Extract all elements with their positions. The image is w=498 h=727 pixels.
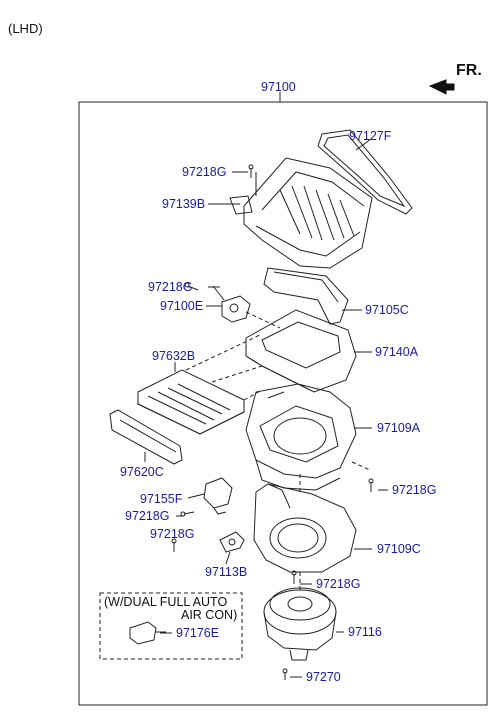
assembly-number[interactable]: 97100	[261, 80, 296, 94]
callout-97632B[interactable]: 97632B	[152, 349, 196, 363]
option-note-line2: AIR CON)	[181, 608, 238, 622]
callout-97113B[interactable]: 97113B	[205, 565, 248, 579]
sensor-97176E	[129, 621, 166, 645]
screw-icons	[171, 164, 374, 680]
assembly-border	[78, 101, 488, 706]
callout-97140A[interactable]: 97140A	[375, 345, 419, 359]
callout-97116[interactable]: 97116	[348, 625, 382, 639]
leader-lines	[144, 138, 388, 678]
callout-97109C[interactable]: 97109C	[377, 542, 421, 556]
resistor-97155F	[203, 477, 233, 515]
front-direction-arrow	[428, 79, 455, 95]
variant-label: (LHD)	[8, 21, 43, 36]
option-note-line1: (W/DUAL FULL AUTO	[104, 595, 228, 609]
option-box	[99, 592, 243, 660]
filter-cover-97620C	[109, 409, 183, 465]
callout-97176E[interactable]: 97176E	[176, 626, 220, 640]
frame-97105C	[263, 267, 349, 325]
alignment-lines	[185, 311, 371, 590]
callout-97139B[interactable]: 97139B	[162, 197, 206, 211]
bracket-97113B	[219, 531, 245, 553]
callout-97218G-mid[interactable]: 97218G	[148, 280, 193, 294]
callout-97218G-top[interactable]: 97218G	[182, 165, 227, 179]
blower-case-lower-97109C	[253, 483, 357, 573]
callout-97100E[interactable]: 97100E	[160, 299, 204, 313]
callout-97155F[interactable]: 97155F	[140, 492, 183, 506]
air-filter-97632B	[137, 369, 245, 435]
callout-97218G-low[interactable]: 97218G	[150, 527, 195, 541]
callout-97109A[interactable]: 97109A	[377, 421, 421, 435]
callout-97218G-left[interactable]: 97218G	[125, 509, 170, 523]
upper-case-97139B	[229, 157, 373, 269]
callout-97218G-right[interactable]: 97218G	[392, 483, 437, 497]
callout-97620C[interactable]: 97620C	[120, 465, 164, 479]
blower-motor-97116	[263, 587, 337, 661]
callout-97270[interactable]: 97270	[306, 670, 341, 684]
callout-97105C[interactable]: 97105C	[365, 303, 409, 317]
blower-case-upper-97109A	[245, 383, 357, 491]
actuator-97100E	[212, 285, 251, 323]
seal-gasket-97127F	[317, 129, 413, 215]
callout-97218G-bottom[interactable]: 97218G	[316, 577, 361, 591]
front-direction-label: FR.	[456, 62, 482, 79]
callout-97127F[interactable]: 97127F	[349, 129, 392, 143]
